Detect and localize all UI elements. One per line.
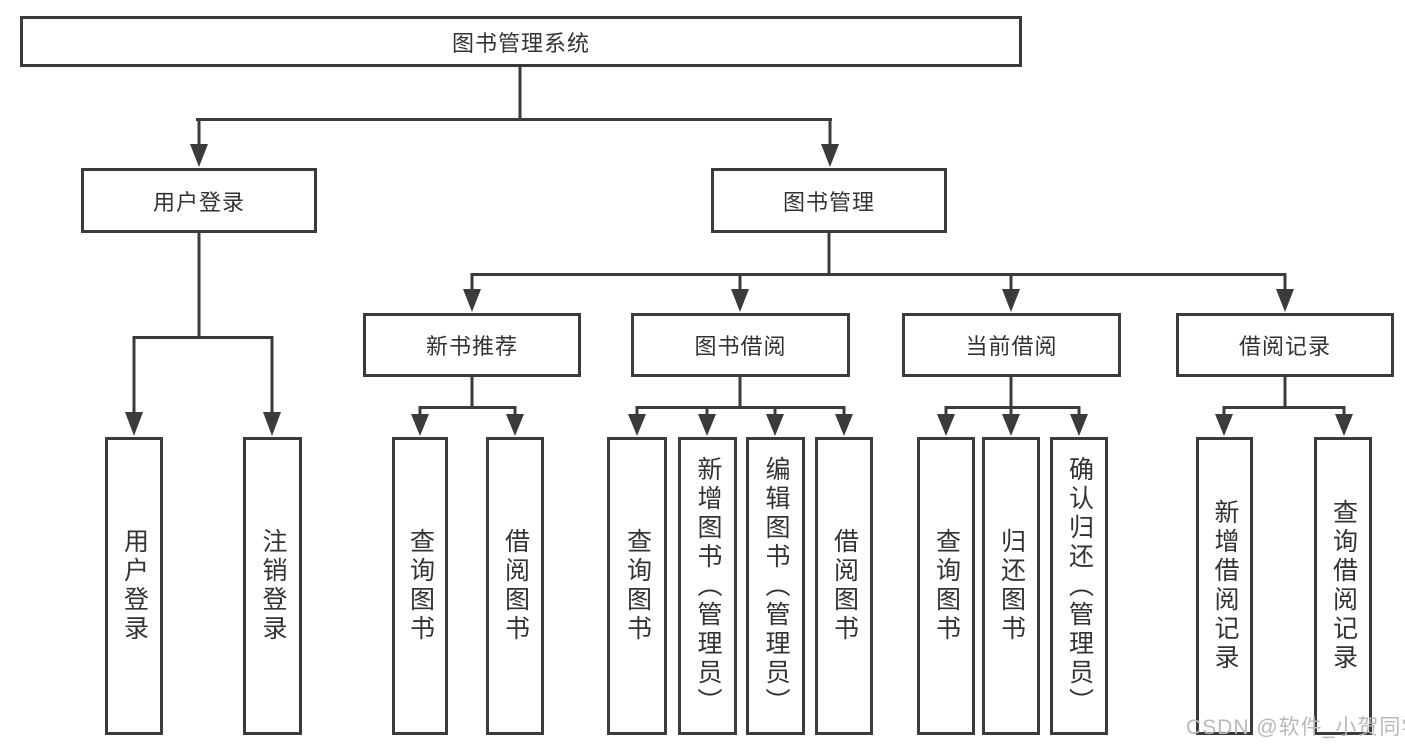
leaf-query-books-1: 查询图书 <box>392 437 448 735</box>
arrow-down-icon <box>1215 414 1233 436</box>
arrow-down-icon <box>731 289 749 312</box>
leaf-query-books-2: 查询图书 <box>607 437 667 735</box>
node-book-borrowing: 图书借阅 <box>631 313 850 377</box>
node-current-borrowing: 当前借阅 <box>902 313 1121 377</box>
node-user-login-label: 用户登录 <box>152 189 245 215</box>
connector-user-login-children <box>125 233 281 436</box>
node-borrow-records: 借阅记录 <box>1176 313 1394 377</box>
leaf-logout: 注销登录 <box>243 437 302 735</box>
node-book-borrowing-label: 图书借阅 <box>694 334 787 359</box>
leaf-edit-books-admin: 编辑图书（管理员） <box>746 437 805 735</box>
node-current-borrowing-label: 当前借阅 <box>965 334 1058 359</box>
leaf-add-borrow-record: 新增借阅记录 <box>1196 437 1253 735</box>
connector-current-borrow-children <box>937 377 1088 436</box>
arrow-down-icon <box>766 414 784 436</box>
leaf-label: 查询图书 <box>623 528 652 644</box>
leaf-label: 编辑图书（管理员） <box>762 455 790 717</box>
arrow-down-icon <box>1070 414 1088 436</box>
node-book-management-label: 图书管理 <box>782 189 875 215</box>
leaf-borrow-books-1: 借阅图书 <box>486 437 544 735</box>
leaf-borrow-books-2: 借阅图书 <box>815 437 873 735</box>
node-root-label: 图书管理系统 <box>451 30 590 56</box>
node-new-book-recommend: 新书推荐 <box>363 313 581 377</box>
leaf-label: 用户登录 <box>120 528 149 644</box>
leaf-label: 借阅图书 <box>501 528 530 644</box>
leaf-label: 确认归还（管理员） <box>1065 455 1094 717</box>
leaf-add-books-admin: 新增图书（管理员） <box>678 437 737 735</box>
leaf-label: 新增借阅记录 <box>1211 499 1239 673</box>
leaf-label: 查询图书 <box>406 528 435 644</box>
arrow-down-icon <box>1002 289 1020 312</box>
leaf-query-borrow-record: 查询借阅记录 <box>1314 437 1372 735</box>
leaf-label: 注销登录 <box>259 528 287 644</box>
connector-new-book-children <box>411 377 524 436</box>
arrow-down-icon <box>1335 414 1353 436</box>
arrow-down-icon <box>463 289 481 312</box>
leaf-label: 借阅图书 <box>830 528 859 644</box>
leaf-confirm-return-admin: 确认归还（管理员） <box>1050 437 1108 735</box>
leaf-return-books: 归还图书 <box>982 437 1040 735</box>
arrow-down-icon <box>698 414 716 436</box>
watermark: CSDN @软件_小贺同学 <box>1186 716 1405 739</box>
arrow-down-icon <box>263 412 281 436</box>
leaf-label: 查询借阅记录 <box>1329 499 1358 673</box>
node-root: 图书管理系统 <box>20 16 1022 67</box>
arrow-down-icon <box>411 414 429 436</box>
leaf-label: 新增图书（管理员） <box>694 455 722 717</box>
connector-book-borrow-children <box>628 377 853 436</box>
leaf-label: 归还图书 <box>997 528 1026 644</box>
connector-root-to-level2 <box>190 65 839 167</box>
arrow-down-icon <box>125 412 143 436</box>
leaf-query-books-3: 查询图书 <box>917 437 975 735</box>
arrow-down-icon <box>506 414 524 436</box>
arrow-down-icon <box>1276 289 1294 312</box>
node-book-management: 图书管理 <box>711 168 947 233</box>
leaf-user-login: 用户登录 <box>105 437 163 735</box>
connector-borrow-records-children <box>1215 377 1353 436</box>
node-borrow-records-label: 借阅记录 <box>1238 334 1331 359</box>
arrow-down-icon <box>821 144 839 167</box>
arrow-down-icon <box>190 144 208 167</box>
connector-book-management-children <box>463 233 1294 312</box>
arrow-down-icon <box>1002 414 1020 436</box>
node-user-login: 用户登录 <box>81 168 317 233</box>
arrow-down-icon <box>937 414 955 436</box>
arrow-down-icon <box>628 414 646 436</box>
node-new-book-recommend-label: 新书推荐 <box>425 334 518 359</box>
arrow-down-icon <box>835 414 853 436</box>
leaf-label: 查询图书 <box>932 528 961 644</box>
